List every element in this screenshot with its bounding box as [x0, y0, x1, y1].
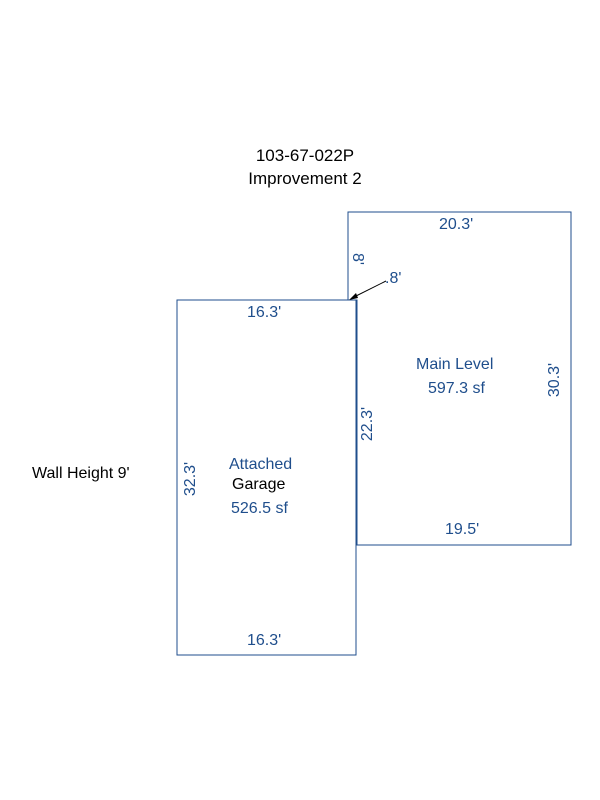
garage-top-dimension: 16.3'	[247, 304, 282, 321]
main-level-left-upper-dimension: 8'	[348, 253, 366, 265]
main-level-top-dimension: 20.3'	[439, 216, 474, 233]
offset-leader-line	[351, 280, 387, 299]
main-level-bottom-dimension: 19.5'	[445, 521, 480, 538]
garage-left-dimension: 32.3'	[182, 461, 200, 497]
garage-area: 526.5 sf	[231, 500, 288, 517]
garage-bottom-dimension: 16.3'	[247, 632, 282, 649]
garage-name-line1: Attached	[229, 456, 293, 473]
improvement-label: Improvement 2	[248, 169, 362, 188]
garage-outline	[176, 299, 357, 656]
garage-name-line2: Garage	[232, 476, 286, 493]
main-level-left-lower-dimension: 22.3'	[359, 406, 377, 442]
wall-height-note: Wall Height 9'	[32, 465, 130, 482]
parcel-id: 103-67-022P	[255, 146, 355, 165]
main-level-name: Main Level	[416, 356, 494, 373]
main-level-offset-dimension: .8'	[385, 270, 402, 287]
main-level-area: 597.3 sf	[428, 380, 485, 397]
offset-arrowhead	[349, 293, 358, 300]
main-level-outline	[347, 211, 572, 546]
main-level-right-dimension: 30.3'	[546, 362, 564, 398]
